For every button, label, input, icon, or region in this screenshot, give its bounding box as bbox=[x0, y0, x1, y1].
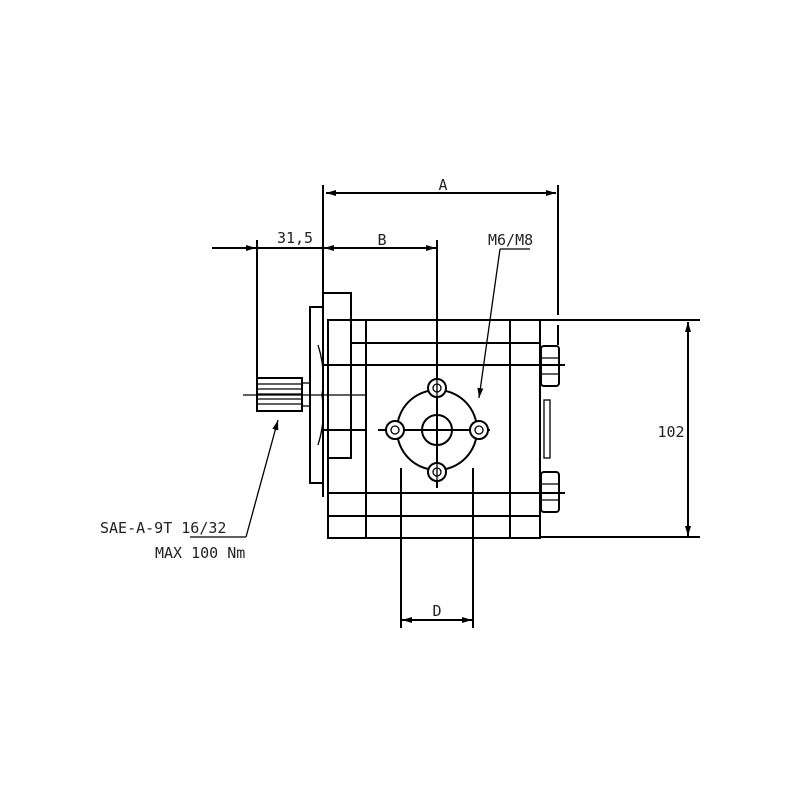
dimension-a-label: A bbox=[438, 176, 447, 194]
dimension-d: D bbox=[400, 468, 474, 628]
bolt-hole bbox=[469, 420, 489, 440]
dimension-d-label: D bbox=[432, 602, 441, 620]
dimension-b-label: B bbox=[377, 231, 386, 249]
shaft-spec-label: SAE-A-9T 16/32 bbox=[100, 519, 226, 537]
height-label: 102 bbox=[657, 423, 684, 441]
mounting-flange bbox=[309, 292, 366, 538]
max-torque-label: MAX 100 Nm bbox=[155, 544, 245, 562]
dimension-b: B bbox=[324, 231, 438, 488]
thread-callout: M6/M8 bbox=[477, 231, 533, 399]
dimension-height: 102 bbox=[652, 322, 691, 536]
pump-body bbox=[327, 319, 700, 539]
dimension-a: A bbox=[322, 176, 559, 497]
shaft-offset-label: 31,5 bbox=[277, 229, 313, 247]
shaft-spec-callout: SAE-A-9T 16/32 MAX 100 Nm bbox=[100, 419, 279, 562]
dimension-shaft-offset: 31,5 bbox=[212, 229, 323, 382]
splined-shaft bbox=[243, 377, 365, 412]
bolt-hole bbox=[385, 420, 405, 440]
rear-nuts bbox=[540, 345, 560, 513]
thread-label: M6/M8 bbox=[488, 231, 533, 249]
port-flange bbox=[385, 378, 489, 485]
